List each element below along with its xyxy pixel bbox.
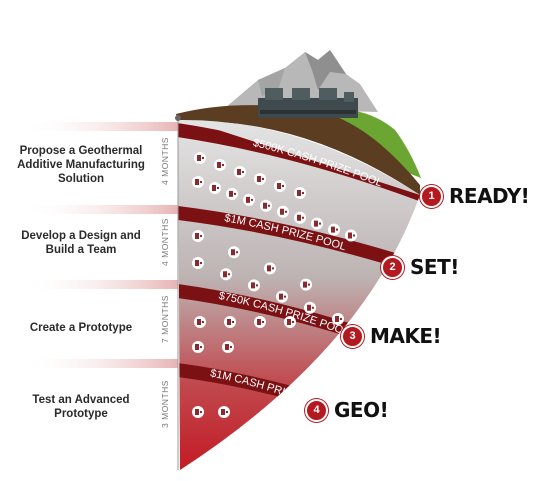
- team-member-icon: [243, 193, 255, 206]
- team-member-icon: [214, 159, 226, 171]
- prize-band: [178, 283, 386, 349]
- team-member-icon: [332, 313, 344, 325]
- stage-duration: 7 MONTHS: [160, 295, 170, 343]
- stage-title-line: Prototype: [54, 408, 108, 420]
- phase-name: MAKE!: [370, 324, 442, 348]
- team-member-icon: [300, 278, 312, 291]
- team-member-icon: [194, 152, 206, 164]
- team-member-icon: [192, 406, 204, 418]
- team-member-icon: [294, 187, 306, 199]
- team-member-icon: [228, 246, 240, 259]
- team-member-icon: [345, 229, 357, 242]
- team-member-icon: [276, 290, 288, 303]
- team-member-icon: [222, 341, 234, 353]
- team-member-icon: [194, 316, 206, 328]
- stage-duration: 4 MONTHS: [160, 137, 170, 185]
- team-member-icon: [192, 176, 204, 188]
- team-member-icon: [284, 316, 296, 328]
- phase-number-badge: 2: [381, 255, 404, 279]
- phase-name: GEO!: [334, 398, 389, 422]
- team-member-icon: [304, 301, 316, 314]
- team-member-icon: [224, 316, 236, 328]
- phase-name: SET!: [410, 255, 459, 279]
- team-member-icon: [192, 257, 204, 269]
- team-member-icon: [218, 406, 230, 418]
- team-member-icon: [226, 187, 238, 200]
- stage-duration: 4 MONTHS: [160, 218, 170, 266]
- team-member-icon: [254, 173, 266, 185]
- team-member-icon: [274, 180, 286, 192]
- phase-name: READY!: [449, 184, 530, 208]
- prize-band: [178, 205, 418, 274]
- phase-number-badge: 1: [420, 184, 443, 208]
- team-member-icon: [260, 199, 272, 212]
- team-member-icon: [209, 181, 221, 194]
- stage-title-line: Create a Prototype: [29, 322, 133, 334]
- team-member-icon: [254, 316, 266, 328]
- team-member-icon: [264, 262, 276, 275]
- team-member-icon: [192, 230, 204, 242]
- ground-surface: [176, 105, 420, 195]
- stage-title-line: Propose a Geothermal: [19, 145, 143, 157]
- stage-duration: 3 MONTHS: [160, 380, 170, 428]
- team-member-icon: [248, 279, 260, 292]
- team-member-icon: [277, 205, 289, 218]
- stage-title: Create a Prototype: [8, 321, 154, 335]
- stage-leader-bars: [20, 122, 178, 368]
- team-member-icon: [192, 341, 204, 353]
- stage-title-line: Build a Team: [45, 244, 117, 256]
- phase-number-badge: 3: [341, 324, 364, 348]
- phase-number-badge: 4: [305, 398, 328, 422]
- stage-title-line: Develop a Design and: [21, 230, 141, 242]
- prize-band: [178, 122, 420, 209]
- stage-title-line: Test an Advanced: [32, 394, 130, 406]
- stage-title-line: Solution: [58, 173, 104, 185]
- geothermal-plant-icon: [258, 88, 358, 118]
- team-member-icon: [311, 217, 323, 230]
- stage-title-line: Additive Manufacturing: [17, 159, 145, 171]
- team-member-icon: [234, 166, 246, 178]
- team-member-icon: [294, 211, 306, 224]
- participant-icons: [192, 152, 357, 418]
- team-member-icon: [328, 223, 340, 236]
- team-member-icon: [220, 268, 232, 281]
